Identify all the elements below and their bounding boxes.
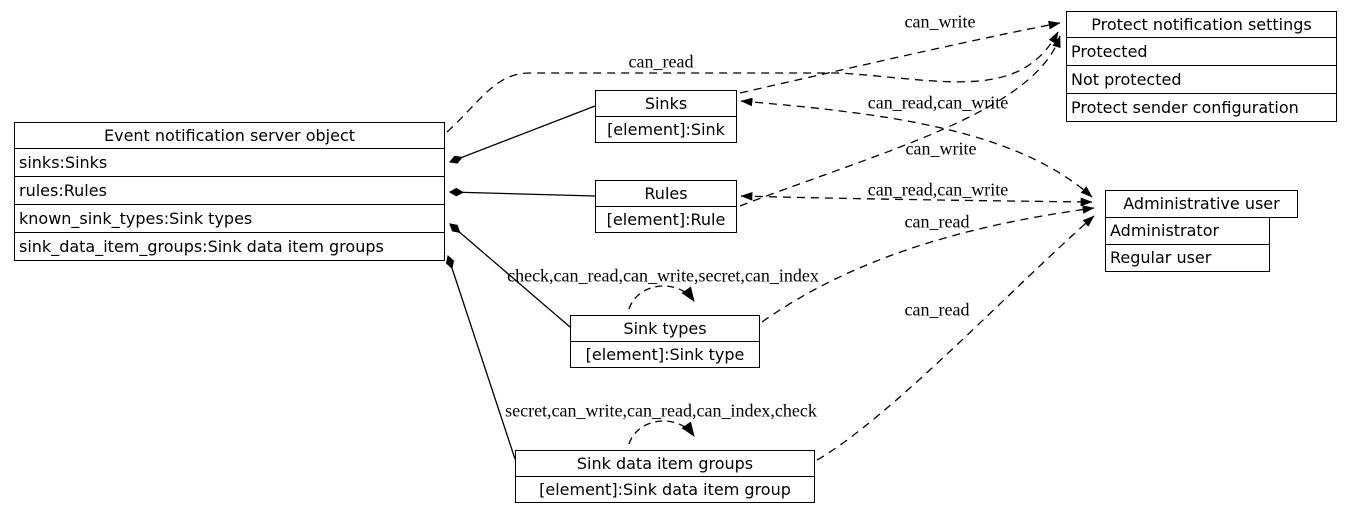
element-row: [element]:Rule [596,206,736,232]
value-row-protected: Protected [1067,37,1336,65]
edge-ens-rules [448,187,596,197]
edge-sdig-self-loop [628,420,695,445]
attr-row-rules: rules:Rules [15,176,444,204]
edge-label-sink-types-admin: can_read [904,211,970,232]
node-title: Sink data item groups [576,454,754,473]
edge-label-sdig-self: secret,can_write,can_read,can_index,chec… [505,400,817,421]
value-row-administrator: Administrator [1105,217,1270,245]
edge-label-sinks-admin: can_read,can_write [867,92,1009,113]
node-administrative-user-values: Administrator Regular user [1105,217,1270,272]
edge-ens-sink-types [449,223,571,328]
attr-row-known-sink-types: known_sink_types:Sink types [15,204,444,232]
edge-rules-admin [740,191,1093,207]
node-title: Sink types [623,319,707,338]
attr-row-sink-data-item-groups: sink_data_item_groups:Sink data item gro… [15,232,444,260]
edge-sdig-admin [816,215,1095,461]
attr-row-sinks: sinks:Sinks [15,148,444,176]
node-rules: Rules [element]:Rule [595,180,737,233]
node-title: Protect notification settings [1091,15,1312,34]
value-row-not-protected: Not protected [1067,65,1336,93]
element-row: [element]:Sink data item group [516,476,814,502]
edge-ens-protect [446,31,1059,133]
element-row: [element]:Sink type [571,341,759,367]
node-sink-data-item-groups: Sink data item groups [element]:Sink dat… [515,450,815,503]
node-sinks: Sinks [element]:Sink [595,90,737,143]
edge-label-sink-types-self: check,can_read,can_write,secret,can_inde… [507,265,819,286]
node-title: Event notification server object [103,126,356,145]
edge-label-rules-protect: can_write [905,138,977,159]
edge-sinks-admin [740,97,1093,198]
node-title: Rules [644,184,688,203]
edge-sink-types-self-loop [628,285,695,310]
edge-ens-sinks [449,105,596,164]
edge-label-ens-protect: can_read [628,51,694,72]
node-title: Sinks [644,94,688,113]
edge-rules-protect [739,35,1061,207]
node-protect-notification-settings: Protect notification settings Protected … [1066,11,1337,122]
edge-label-sinks-protect: can_write [904,11,976,32]
edge-ens-sdig [445,254,516,460]
edge-label-rules-admin: can_read,can_write [867,179,1009,200]
value-row-regular-user: Regular user [1105,244,1270,272]
edge-label-sdig-admin: can_read [904,299,970,320]
edge-sink-types-admin [761,205,1095,323]
node-sink-types: Sink types [element]:Sink type [570,315,760,368]
value-row-protect-sender-configuration: Protect sender configuration [1067,93,1336,121]
edge-sinks-protect [739,20,1061,94]
node-administrative-user-title: Administrative user [1105,190,1298,218]
element-row: [element]:Sink [596,116,736,142]
node-event-notification-server-object: Event notification server object sinks:S… [14,122,445,261]
